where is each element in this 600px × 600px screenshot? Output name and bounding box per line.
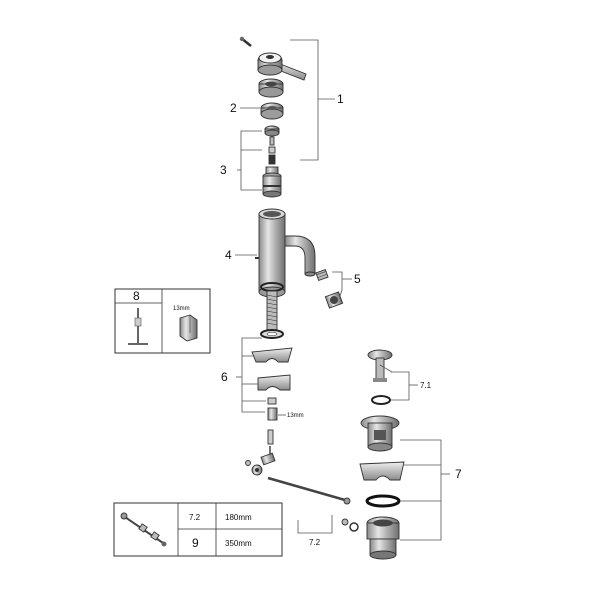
callout-7: 7	[455, 467, 462, 481]
threaded-rod	[260, 282, 284, 332]
table-row2-length: 350mm	[225, 539, 252, 548]
leader-lines-7-1	[379, 364, 418, 401]
leader-line-7-2	[297, 515, 333, 534]
waste-body	[366, 516, 400, 560]
hex-key-icon	[128, 308, 148, 345]
fixing-set	[251, 282, 293, 421]
washer	[260, 329, 284, 339]
callout-5: 5	[354, 272, 361, 286]
flange-gasket	[359, 461, 405, 481]
leader-lines-1	[290, 39, 335, 161]
trim-ring	[258, 78, 284, 98]
callout-7-2: 7.2	[309, 538, 321, 547]
pivot-nut	[341, 518, 359, 532]
leader-lines-3	[237, 130, 262, 191]
lever-handle	[257, 52, 307, 81]
aerator	[315, 268, 344, 309]
faucet-body	[255, 208, 316, 298]
horseshoe-washer-upper	[251, 347, 293, 363]
adapter-ring	[264, 125, 280, 137]
o-ring	[365, 494, 401, 508]
fixing-nut	[267, 397, 278, 421]
inset-dimension-13mm: 13mm	[173, 306, 190, 312]
callout-4: 4	[225, 248, 232, 262]
set-screw	[239, 36, 252, 47]
hex-nut-icon	[179, 314, 198, 342]
cover-ring-part-2	[260, 102, 284, 120]
leader-lines-7	[400, 439, 450, 541]
table-row2-item: 9	[192, 536, 199, 550]
handle-assembly	[239, 36, 307, 198]
spindle-pin	[268, 136, 276, 165]
nut-dimension-13mm: 13mm	[287, 413, 304, 419]
callout-6: 6	[221, 370, 228, 384]
linkage-clip	[245, 452, 276, 476]
rod-length-table: 7.2 180mm 9 350mm	[113, 502, 283, 557]
horseshoe-washer-lower	[257, 374, 291, 391]
callout-7-1: 7.1	[420, 381, 432, 390]
callout-8: 8	[133, 289, 140, 303]
table-row1-length: 180mm	[225, 513, 252, 522]
pivot-rod	[267, 476, 351, 505]
inset-box-tool	[114, 288, 211, 354]
callout-3: 3	[220, 163, 227, 177]
table-row1-item: 7.2	[189, 513, 201, 522]
callout-2: 2	[230, 101, 237, 115]
extension-rod-icon	[120, 512, 167, 547]
plug-seal	[371, 395, 391, 405]
popup-plug	[367, 349, 393, 382]
cartridge	[262, 166, 282, 198]
leader-lines-6	[236, 337, 266, 413]
waste-assembly	[359, 349, 405, 560]
leader-lines-5	[332, 271, 352, 297]
waste-flange	[360, 415, 400, 452]
callout-1: 1	[337, 92, 344, 106]
